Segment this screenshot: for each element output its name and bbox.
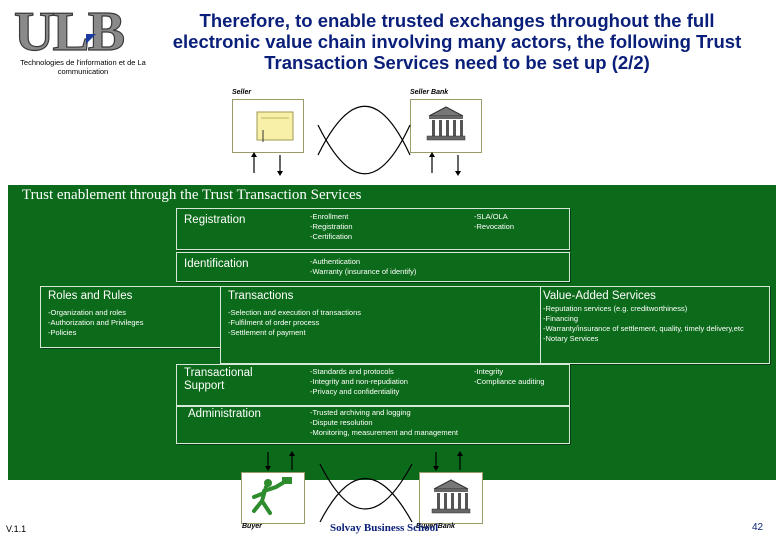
registration-title: Registration bbox=[184, 214, 246, 226]
transactions-title: Transactions bbox=[228, 290, 294, 302]
identification-details: -Authentication -Warranty (insurance of … bbox=[310, 257, 417, 276]
buyer-bank-label: Buyer Bank bbox=[416, 523, 455, 530]
buyer-label: Buyer bbox=[242, 523, 262, 530]
roles-rules-details: -Organization and roles -Authorization a… bbox=[48, 308, 144, 337]
running-person-icon bbox=[252, 477, 292, 515]
value-added-details: -Reputation services (e.g. creditworthin… bbox=[543, 304, 744, 343]
buyer-box bbox=[241, 472, 305, 524]
roles-rules-box bbox=[40, 286, 222, 348]
buyer-bank-box bbox=[419, 472, 483, 524]
bottom-connectors bbox=[265, 451, 463, 523]
logo-subtitle: Technologies de l'information et de La c… bbox=[20, 58, 146, 76]
registration-details-2: -SLA/OLA -Revocation bbox=[474, 212, 515, 231]
page-title: Therefore, to enable trusted exchanges t… bbox=[172, 10, 742, 73]
bank-icon bbox=[426, 106, 466, 141]
document-icon bbox=[256, 111, 294, 142]
administration-title: Administration bbox=[188, 408, 261, 420]
top-connectors bbox=[251, 105, 461, 176]
value-added-title: Value-Added Services bbox=[543, 290, 656, 302]
administration-box bbox=[176, 406, 570, 444]
transactional-support-title: Transactional Support bbox=[184, 367, 253, 392]
transactions-details: -Selection and execution of transactions… bbox=[228, 308, 361, 337]
version-label: V.1.1 bbox=[6, 524, 27, 534]
roles-rules-title: Roles and Rules bbox=[48, 290, 133, 302]
registration-box bbox=[176, 208, 570, 250]
seller-box bbox=[232, 99, 304, 153]
transactional-support-details: -Standards and protocols -Integrity and … bbox=[310, 367, 408, 396]
transactions-box bbox=[220, 286, 542, 364]
registration-details: -Enrollment -Registration -Certification bbox=[310, 212, 353, 241]
transactional-support-details-2: -Integrity -Compliance auditing bbox=[474, 367, 545, 386]
school-name: Solvay Business School bbox=[330, 522, 439, 534]
administration-details: -Trusted archiving and logging -Dispute … bbox=[310, 408, 458, 437]
bank-icon bbox=[431, 479, 471, 514]
svg-text:ULB: ULB bbox=[14, 4, 124, 58]
identification-title: Identification bbox=[184, 258, 249, 270]
ulb-logo: ULB bbox=[12, 0, 142, 63]
page-number: 42 bbox=[752, 522, 764, 533]
seller-bank-box bbox=[410, 99, 482, 153]
transactional-support-box bbox=[176, 364, 570, 406]
seller-label: Seller bbox=[232, 89, 252, 96]
seller-bank-label: Seller Bank bbox=[410, 89, 449, 96]
value-added-box bbox=[540, 286, 770, 364]
banner-title: Trust enablement through the Trust Trans… bbox=[22, 187, 362, 203]
identification-box bbox=[176, 252, 570, 282]
